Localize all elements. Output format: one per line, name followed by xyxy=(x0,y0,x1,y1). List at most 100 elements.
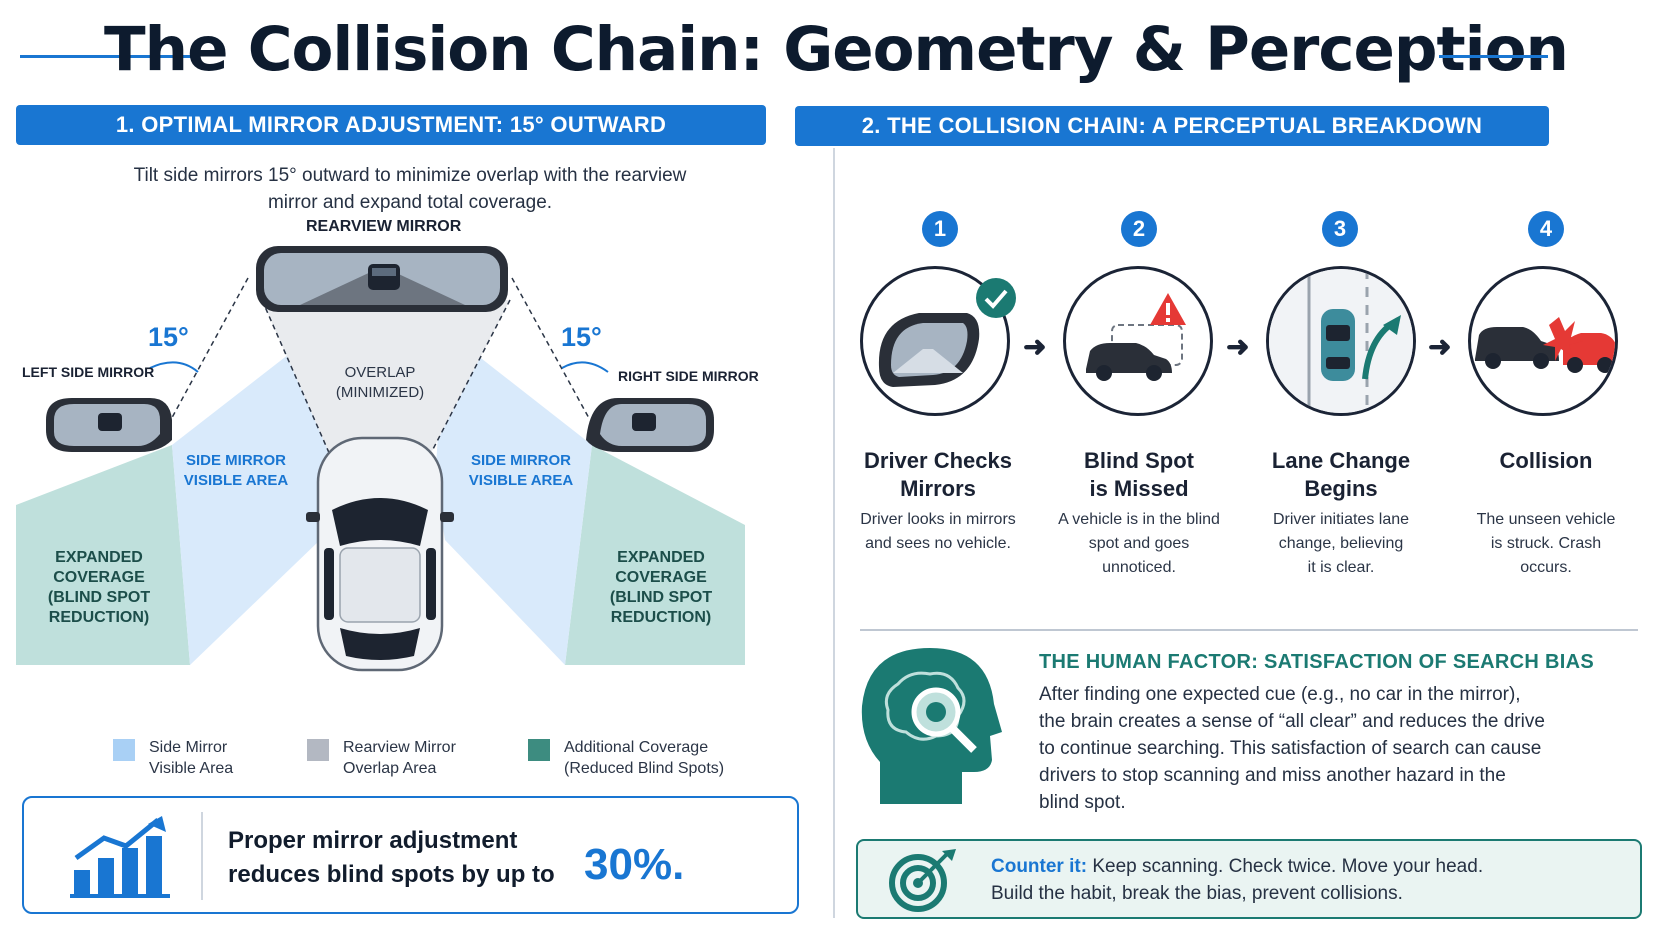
step-1-desc-line-1: Driver looks in mirrors xyxy=(860,511,1016,528)
counter-label: Counter it: xyxy=(991,856,1088,877)
expanded-left-line-1: EXPANDED xyxy=(55,549,143,566)
legend-2-line-1: Rearview Mirror xyxy=(343,739,456,756)
legend-rearview: Rearview Mirror Overlap Area xyxy=(307,737,456,779)
step-2-title-line-1: Blind Spot xyxy=(1084,448,1194,473)
right-mirror-label: RIGHT SIDE MIRROR xyxy=(618,368,759,384)
human-factor-line-2: the brain creates a sense of “all clear”… xyxy=(1039,711,1545,732)
step-4-desc-line-3: occurs. xyxy=(1520,559,1572,576)
step-2-circle xyxy=(1063,266,1213,416)
legend-2-line-2: Overlap Area xyxy=(343,760,437,777)
expanded-coverage-right xyxy=(565,445,745,665)
human-factor-line-4: drivers to stop scanning and miss anothe… xyxy=(1039,765,1506,786)
human-factor-line-3: to continue searching. This satisfaction… xyxy=(1039,738,1542,759)
legend-swatch-gray xyxy=(307,739,329,761)
section1-subtitle: Tilt side mirrors 15° outward to minimiz… xyxy=(80,162,740,216)
step-2-desc: A vehicle is in the blind spot and goes … xyxy=(1039,508,1239,580)
step-3-desc: Driver initiates lane change, believing … xyxy=(1241,508,1441,580)
overlap-label: OVERLAP (MINIMIZED) xyxy=(330,363,430,403)
page-title: The Collision Chain: Geometry & Percepti… xyxy=(104,14,1569,85)
expanded-right-line-4: REDUCTION) xyxy=(610,609,712,626)
counter-line-1-text: Keep scanning. Check twice. Move your he… xyxy=(1087,856,1484,877)
legend-1-line-2: Visible Area xyxy=(149,760,234,777)
side-area-left-line-2: VISIBLE AREA xyxy=(183,472,289,489)
step-1-number: 1 xyxy=(922,211,958,247)
legend-additional: Additional Coverage (Reduced Blind Spots… xyxy=(528,737,724,779)
step-2-desc-line-2: spot and goes xyxy=(1088,535,1190,552)
step-1-desc: Driver looks in mirrors and sees no vehi… xyxy=(838,508,1038,556)
stat-text: Proper mirror adjustment reduces blind s… xyxy=(228,824,555,892)
step-2-title-line-2: is Missed xyxy=(1089,476,1189,501)
step-4-desc-line-2: is struck. Crash xyxy=(1490,535,1602,552)
arrow-right-icon-2: ➜ xyxy=(1226,331,1250,362)
step-2-desc-line-3: unnoticed. xyxy=(1102,559,1176,576)
angle-left-label: 15° xyxy=(148,322,189,352)
side-mirror-icon xyxy=(878,313,980,387)
counter-line-1: Counter it: Keep scanning. Check twice. … xyxy=(991,853,1483,880)
bar-chart-growth-icon xyxy=(70,816,170,898)
expanded-coverage-left-label: EXPANDED COVERAGE (BLIND SPOT REDUCTION) xyxy=(34,548,164,628)
step-3-title: Lane Change Begins xyxy=(1241,447,1441,503)
collision-icon xyxy=(1475,317,1615,373)
step-4-title-line-1: Collision xyxy=(1499,448,1593,473)
counter-text: Counter it: Keep scanning. Check twice. … xyxy=(991,853,1483,907)
step-3-title-line-2: Begins xyxy=(1304,476,1378,501)
step-3-title-line-1: Lane Change xyxy=(1271,448,1411,473)
side-area-right-line-2: VISIBLE AREA xyxy=(468,472,574,489)
right-side-mirror-icon xyxy=(586,398,714,452)
stat-line-1: Proper mirror adjustment xyxy=(228,827,518,854)
title-bar: The Collision Chain: Geometry & Percepti… xyxy=(0,0,1672,108)
expanded-coverage-right-label: EXPANDED COVERAGE (BLIND SPOT REDUCTION) xyxy=(596,548,726,628)
side-area-right xyxy=(435,330,592,665)
side-area-left-label: SIDE MIRROR VISIBLE AREA xyxy=(176,451,296,491)
title-rule-right xyxy=(1439,55,1548,58)
section2-header: 2. THE COLLISION CHAIN: A PERCEPTUAL BRE… xyxy=(795,106,1549,146)
counter-callout: Counter it: Keep scanning. Check twice. … xyxy=(856,839,1642,919)
side-area-left-line-1: SIDE MIRROR xyxy=(185,452,286,469)
blind-spot-car-icon xyxy=(1086,324,1183,381)
step-3-circle xyxy=(1266,266,1416,416)
step-1-desc-line-2: and sees no vehicle. xyxy=(865,535,1011,552)
step-3-desc-line-3: it is clear. xyxy=(1307,559,1375,576)
mirror-coverage-diagram xyxy=(16,246,745,672)
human-factor-body: After finding one expected cue (e.g., no… xyxy=(1039,681,1599,816)
step-4-desc: The unseen vehicle is struck. Crash occu… xyxy=(1446,508,1646,580)
subtitle-line-1: Tilt side mirrors 15° outward to minimiz… xyxy=(133,165,687,186)
rearview-mirror-icon xyxy=(256,246,508,312)
expanded-right-line-1: EXPANDED xyxy=(617,549,705,566)
step-1-title: Driver Checks Mirrors xyxy=(838,447,1038,503)
legend-3-line-1: Additional Coverage xyxy=(564,739,709,756)
expanded-right-line-2: COVERAGE xyxy=(615,569,707,586)
section2-divider xyxy=(860,629,1638,631)
step-2-title: Blind Spot is Missed xyxy=(1039,447,1239,503)
title-rule-left xyxy=(20,55,192,58)
human-factor-line-1: After finding one expected cue (e.g., no… xyxy=(1039,684,1521,705)
step-3-number: 3 xyxy=(1322,211,1358,247)
brain-magnifier-icon xyxy=(861,648,1002,804)
step-3-desc-line-1: Driver initiates lane xyxy=(1272,511,1410,528)
overlap-line-1: OVERLAP xyxy=(344,364,416,381)
step-2-desc-line-1: A vehicle is in the blind xyxy=(1058,511,1220,528)
expanded-left-line-2: COVERAGE xyxy=(53,569,145,586)
step-1-title-line-1: Driver Checks xyxy=(864,448,1012,473)
step-4-title: Collision xyxy=(1446,447,1646,475)
check-icon xyxy=(976,278,1016,318)
stat-callout: Proper mirror adjustment reduces blind s… xyxy=(22,796,799,914)
stat-line-2: reduces blind spots by up to xyxy=(228,861,555,888)
lane-change-icon xyxy=(1269,269,1413,413)
expanded-left-line-3: (BLIND SPOT xyxy=(47,589,151,606)
legend-side-mirror: Side Mirror Visible Area xyxy=(113,737,233,779)
target-icon xyxy=(889,849,956,912)
step-2-number: 2 xyxy=(1121,211,1157,247)
side-area-left xyxy=(172,330,330,665)
arrow-right-icon-1: ➜ xyxy=(1023,331,1047,362)
section1-header: 1. OPTIMAL MIRROR ADJUSTMENT: 15° OUTWAR… xyxy=(16,105,766,145)
legend-swatch-teal xyxy=(528,739,550,761)
overlap-line-2: (MINIMIZED) xyxy=(335,384,425,401)
legend-1-line-1: Side Mirror xyxy=(149,739,228,756)
column-divider xyxy=(833,148,835,918)
step-4-circle xyxy=(1468,266,1618,416)
human-factor-title: THE HUMAN FACTOR: SATISFACTION OF SEARCH… xyxy=(1039,651,1594,673)
warning-icon xyxy=(1150,293,1186,325)
expanded-coverage-left xyxy=(16,445,190,665)
left-side-mirror-icon xyxy=(46,398,172,452)
